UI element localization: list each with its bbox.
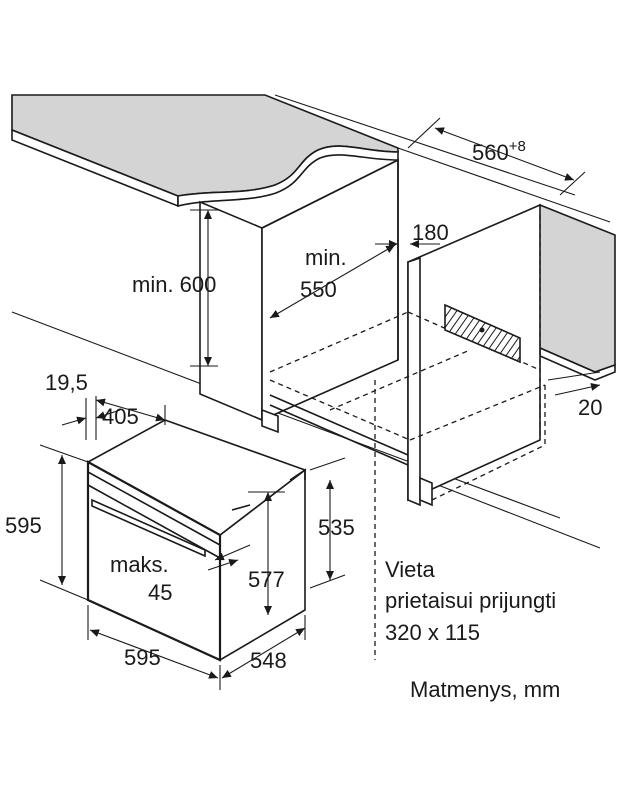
connection-area-line3: 320 x 115: [385, 620, 480, 645]
oven: [86, 419, 307, 662]
niche-width-value: 560: [472, 140, 509, 165]
niche-depth-value: 550: [300, 277, 337, 302]
connection-point: [479, 327, 485, 333]
units-note: Matmenys, mm: [410, 677, 560, 702]
oven-body-height-label: 535: [318, 515, 355, 540]
niche-width-label: 560+8: [472, 138, 526, 165]
connection-area-hatch: [444, 303, 521, 364]
niche-depth-label-line1: min.: [305, 245, 347, 270]
front-thickness-label: 19,5: [45, 370, 88, 395]
worktop-height-label: min. 600: [132, 272, 216, 297]
oven-body-depth-label: 548: [250, 648, 287, 673]
max-value-label: 45: [148, 580, 172, 605]
oven-height-label: 595: [5, 513, 42, 538]
cabinet-right-panel: [407, 203, 541, 507]
cabinet-left-panel: [199, 158, 409, 466]
connection-area-line2: prietaisui prijungti: [385, 588, 556, 613]
back-gap-label: 180: [412, 220, 449, 245]
hidden-edges: [269, 215, 546, 660]
niche-width-tolerance: +8: [509, 138, 526, 155]
side-offset-label: 20: [578, 395, 602, 420]
connection-area-line1: Vieta: [385, 557, 436, 582]
max-label: maks.: [110, 552, 169, 577]
inner-height-label: 577: [248, 567, 285, 592]
oven-depth-top-label: 405: [102, 404, 139, 429]
dimension-lines: [39, 117, 601, 690]
oven-width-label: 595: [124, 645, 161, 670]
